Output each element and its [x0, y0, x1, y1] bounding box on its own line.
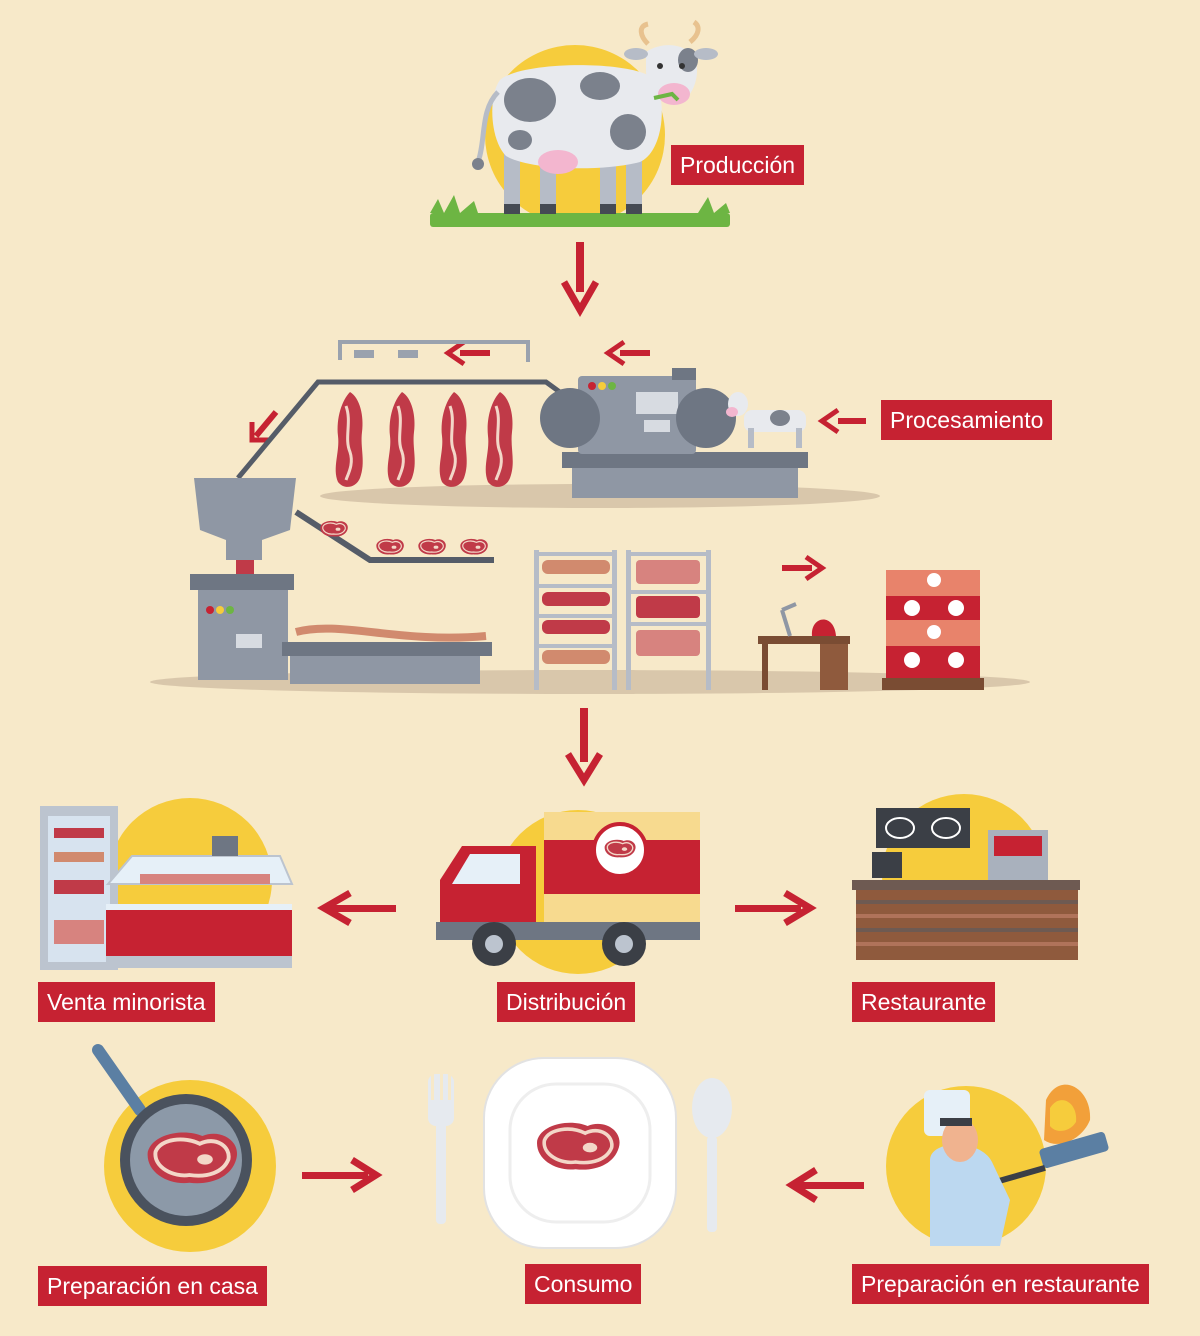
arrow-left-retail: [316, 889, 396, 927]
processing-plant: [150, 340, 1030, 694]
delivery-truck-icon: [436, 810, 700, 974]
label-production: Producción: [671, 145, 805, 185]
label-restaurant-prep: Preparación en restaurante: [852, 1264, 1149, 1304]
chef-icon: [886, 1084, 1109, 1246]
arrow-down-production: [560, 242, 600, 318]
lab-desk-icon: [758, 602, 850, 690]
arrow-right-restaurant: [735, 889, 817, 927]
frying-pan-icon: [92, 1044, 276, 1252]
label-retail: Venta minorista: [38, 982, 215, 1022]
grass-icon: [430, 213, 730, 227]
arrow-down-processing: [565, 708, 603, 787]
process-flow-arrows: [249, 339, 866, 582]
meat-crates-icon: [882, 570, 984, 690]
restaurant-counter-icon: [852, 794, 1080, 960]
label-consumption: Consumo: [525, 1264, 642, 1304]
arrow-right-home: [302, 1157, 383, 1193]
arrow-left-restaurant-prep: [785, 1167, 864, 1203]
arrows: [249, 242, 866, 1203]
plate-steak-icon: [483, 1057, 677, 1249]
cow-small-icon: [726, 392, 806, 448]
cow-icon: [430, 19, 730, 227]
label-home-prep: Preparación en casa: [38, 1266, 267, 1306]
label-distribution: Distribución: [497, 982, 636, 1022]
butcher-display-icon: [40, 798, 294, 970]
label-processing: Procesamiento: [881, 400, 1053, 440]
fork-icon: [428, 1072, 454, 1224]
label-restaurant: Restaurante: [852, 982, 996, 1022]
processing-machine-icon: [540, 368, 808, 498]
meat-rack-icon: [626, 550, 711, 690]
grinder-machine-icon: [190, 478, 494, 684]
meat-carcass-icon: [334, 390, 515, 489]
spoon-icon: [692, 1078, 732, 1232]
sausage-rack-icon: [534, 550, 617, 690]
